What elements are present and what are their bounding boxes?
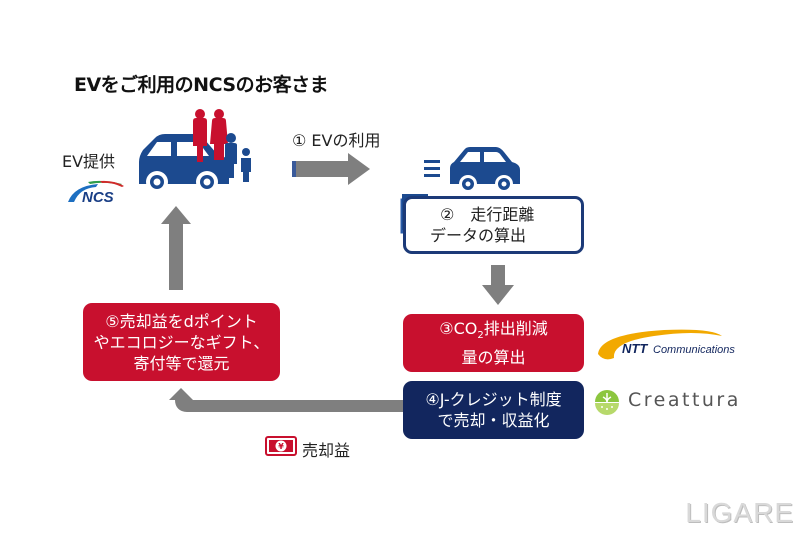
svg-text:Communications: Communications [653, 344, 735, 356]
ncs-logo: NCS [60, 176, 130, 206]
customer-car-and-family-icon [133, 104, 258, 196]
step5-box: ⑤売却益をdポイント やエコロジーなギフト、 寄付等で還元 [83, 303, 280, 381]
down-arrow-icon [480, 265, 516, 307]
svg-text:NTT: NTT [622, 341, 648, 356]
banknote-yen-icon: ¥ [265, 434, 299, 458]
step5-line2: やエコロジーなギフト、 [93, 332, 270, 352]
ncs-logo-mark-icon: NCS [68, 180, 124, 206]
step1-right-arrow-icon [292, 151, 372, 187]
svg-text:¥: ¥ [278, 442, 284, 451]
ligare-watermark: LIGARE [685, 497, 794, 528]
svg-text:NCS: NCS [82, 189, 114, 206]
step5-line1: ⑤売却益をdポイント [105, 311, 258, 331]
step2-line1: ② 走行距離 [440, 205, 535, 224]
step2-line2: データの算出 [430, 226, 527, 245]
step3-box: ③CO2排出削減 量の算出 [403, 314, 584, 372]
creattura-logo-text: Creattura [628, 389, 741, 411]
ntt-communications-logo: NTT Communications [594, 324, 754, 368]
sell-profit-label: 売却益 [302, 441, 351, 460]
step2-box: ② 走行距離 データの算出 [403, 196, 584, 254]
ev-provider-label: EV提供 [62, 152, 116, 171]
step4-line2: で売却・収益化 [437, 411, 550, 430]
step3-line2: 量の算出 [461, 347, 526, 367]
up-arrow-icon [158, 206, 194, 290]
moving-car-icon [420, 144, 530, 194]
creattura-logo-icon [594, 389, 620, 415]
step5-line3: 寄付等で還元 [133, 353, 230, 373]
return-arrow-icon [165, 388, 405, 420]
step1-label: ① EVの利用 [292, 131, 381, 150]
step4-box: ④J-クレジット制度 で売却・収益化 [403, 381, 584, 439]
step3-line1: ③CO2排出削減 [439, 319, 548, 342]
diagram-title: EVをご利用のNCSのお客さま [74, 74, 329, 96]
step4-line1: ④J-クレジット制度 [425, 390, 562, 409]
